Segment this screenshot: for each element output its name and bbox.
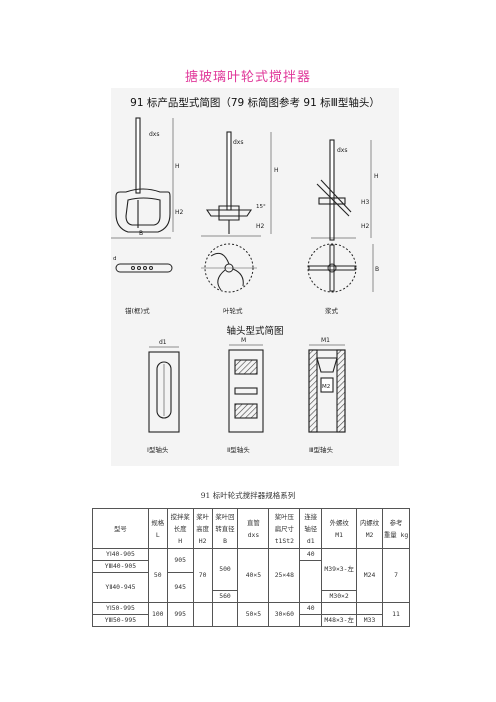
table-row: YⅢ40-905: [92, 560, 410, 603]
label-paddle: 浆式: [325, 306, 339, 315]
dim-B-3: B: [375, 266, 379, 273]
dim-H-3: H: [374, 173, 379, 180]
table-row: YⅢ50-995 M48×3-左 M33: [92, 614, 410, 627]
label-anchor: 锚(框)式: [125, 306, 150, 315]
cell-t: 25×48: [268, 548, 301, 603]
cell-dxs: 50×5: [237, 602, 270, 627]
cell-L: 50: [147, 548, 168, 603]
cell-M1: M30×2: [321, 590, 358, 603]
shaft-head-3-drawing: [308, 344, 346, 433]
cell-H2: 70: [192, 548, 213, 603]
figure-heading: 91 标产品型式简图（79 标简图参考 91 标Ⅲ型轴头）: [130, 96, 380, 109]
cell-d1: 40: [299, 548, 323, 561]
cell-dxs: 40×5: [237, 548, 270, 603]
cell-d1-empty: [299, 560, 323, 603]
header-weight: 参考重量 kg: [382, 508, 410, 549]
dim-H2-1: H2: [175, 209, 184, 216]
cell-H: 995: [166, 602, 194, 627]
table-caption: 91 标叶轮式搅拌器规格系列: [200, 491, 296, 500]
anchor-top-view: [115, 263, 173, 273]
dim-angle: 15°: [256, 204, 266, 210]
paddle-top-view: [307, 243, 374, 293]
shaft-1-top: d1: [159, 339, 167, 346]
cell-t: 30×60: [268, 602, 301, 627]
table-row: YⅡ40-945 945: [92, 572, 410, 603]
cell-M2: M33: [356, 614, 384, 627]
shaft-head-2-drawing: [228, 344, 264, 433]
shaft-3-inner: M2: [322, 384, 330, 390]
product-figure: 91 标产品型式简图（79 标简图参考 91 标Ⅲ型轴头） dxs H H2 B…: [111, 88, 399, 466]
paddle-agitator-drawing: [311, 139, 372, 241]
cell-d1: 40: [299, 602, 323, 615]
shaft-3-label: Ⅲ型轴头: [309, 445, 333, 454]
header-model: 型号: [92, 508, 149, 549]
cell-B: 560: [211, 590, 239, 603]
impeller-top-view: [201, 243, 257, 293]
shaft-head-1-drawing: [148, 346, 180, 433]
cell-B: 500: [211, 548, 239, 591]
cell-M1: M39×3-左: [321, 548, 358, 591]
model-cell: YⅠ50-995: [92, 602, 149, 615]
dim-dxs-2: dxs: [233, 139, 244, 146]
shaft-heading: 轴头型式简图: [226, 325, 283, 337]
model-cell: YⅢ40-905: [92, 560, 149, 573]
cell-M2: M24: [356, 548, 384, 603]
shaft-1-label: Ⅰ型轴头: [147, 445, 169, 454]
dim-dxs-1: dxs: [149, 131, 160, 138]
shaft-2-top: M: [241, 337, 246, 344]
dim-d-1: d: [113, 256, 117, 262]
cell-d1-empty: [299, 614, 323, 627]
label-impeller: 叶轮式: [223, 306, 243, 315]
table-row: YⅠ40-905 50 905 70 500 40×5 25×48 40 M39…: [92, 548, 410, 603]
model-cell: YⅢ50-995: [92, 614, 149, 627]
shaft-2-label: Ⅱ型轴头: [227, 445, 250, 454]
cell-kg: 11: [382, 602, 410, 627]
cell-L: 100: [147, 602, 168, 627]
dim-B-1: B: [139, 230, 143, 237]
page-title: 搪玻璃叶轮式搅拌器: [184, 70, 311, 85]
impeller-agitator-drawing: [201, 131, 272, 237]
dim-dxs-3: dxs: [337, 147, 348, 154]
cell-M2-empty: [356, 602, 384, 615]
cell-H2-empty: [192, 602, 213, 627]
table-row: YⅠ50-995 100 995 50×5 30×60 40 11: [92, 602, 410, 627]
model-cell: YⅠ40-905: [92, 548, 149, 561]
cell-B-empty: [211, 602, 239, 627]
table-row: 560 M30×2: [93, 590, 410, 603]
cell-M1: M48×3-左: [321, 614, 358, 627]
dim-H2-2: H2: [256, 223, 265, 230]
dim-H-1: H: [175, 163, 180, 170]
model-cell: YⅡ40-945: [92, 572, 149, 603]
cell-kg: 7: [382, 548, 410, 603]
dim-H2-3: H2: [361, 223, 370, 230]
cell-H: 945: [166, 572, 194, 603]
anchor-agitator-drawing: [111, 117, 171, 239]
cell-M1-empty: [321, 602, 358, 615]
technical-drawing: 91 标产品型式简图（79 标简图参考 91 标Ⅲ型轴头） dxs H H2 B…: [111, 96, 380, 454]
dim-H3: H3: [361, 199, 370, 206]
shaft-3-top: M1: [321, 337, 330, 344]
dim-H-2: H: [274, 167, 279, 174]
cell-H: 905: [166, 548, 194, 573]
